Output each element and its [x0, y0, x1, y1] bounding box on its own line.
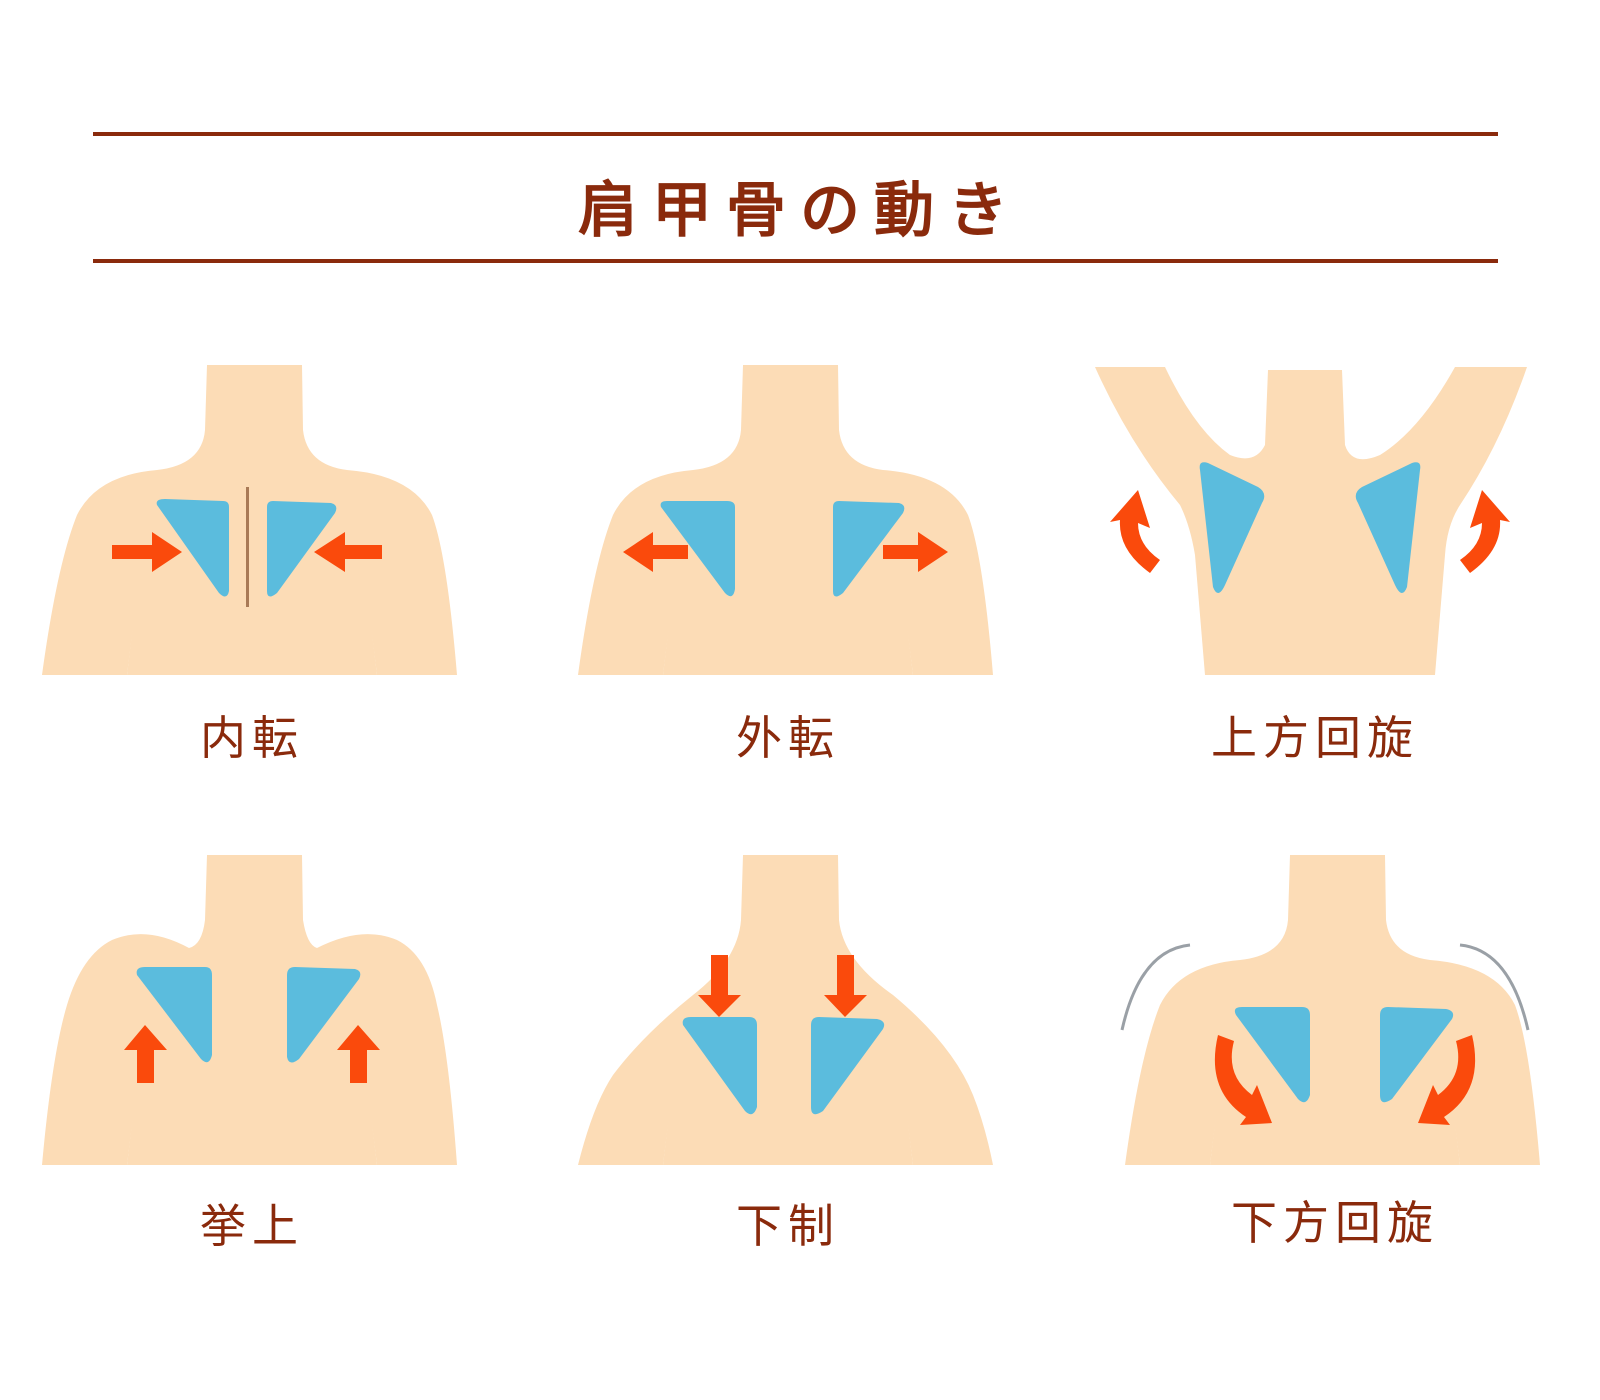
shoulder-outline-icon	[1120, 943, 1191, 1031]
title-rule-top	[93, 132, 1498, 136]
label-elevation: 挙上	[200, 1199, 304, 1253]
figure-elevation	[17, 845, 487, 1185]
figure-depression	[553, 845, 1023, 1185]
arrow-up-icon	[124, 1025, 167, 1083]
arrow-left-icon	[314, 532, 382, 572]
torso-body	[127, 590, 377, 675]
curved-arrow-down-icon	[1214, 1035, 1272, 1125]
title-rule-bottom	[93, 259, 1498, 263]
label-abduction: 外転	[736, 711, 840, 765]
label-downward-rotation: 下方回旋	[1231, 1196, 1439, 1250]
curved-arrow-down-icon	[1418, 1035, 1476, 1125]
arrow-up-icon	[337, 1025, 380, 1083]
arrow-down-icon	[698, 955, 741, 1017]
figure-downward-rotation	[1100, 845, 1570, 1185]
right-scapula	[811, 1017, 885, 1115]
torso-shape	[42, 365, 457, 675]
right-scapula	[267, 501, 337, 597]
shoulder-outline-icon	[1459, 943, 1530, 1031]
curved-arrow-up-icon	[1460, 490, 1510, 573]
left-scapula	[1234, 1007, 1310, 1103]
figure-abduction	[553, 355, 1023, 695]
label-upward-rotation: 上方回旋	[1211, 711, 1419, 765]
right-scapula	[287, 967, 361, 1063]
right-scapula	[1380, 1007, 1454, 1103]
curved-arrow-up-icon	[1110, 490, 1160, 573]
label-adduction: 内転	[200, 711, 304, 765]
left-scapula	[660, 501, 735, 597]
spine-line	[246, 487, 249, 607]
left-scapula	[682, 1017, 757, 1115]
right-scapula	[833, 501, 905, 597]
left-scapula	[1199, 462, 1265, 594]
arrow-left-icon	[623, 532, 688, 572]
left-scapula	[136, 967, 212, 1063]
figure-upward-rotation	[1080, 355, 1550, 695]
arrow-right-icon	[883, 532, 948, 572]
arrow-down-icon	[824, 955, 867, 1017]
right-scapula	[1355, 462, 1421, 594]
left-scapula	[156, 499, 229, 597]
figure-adduction	[17, 355, 487, 695]
page-title: 肩甲骨の動き	[578, 176, 1022, 246]
label-depression: 下制	[736, 1199, 840, 1253]
arrow-right-icon	[112, 532, 182, 572]
